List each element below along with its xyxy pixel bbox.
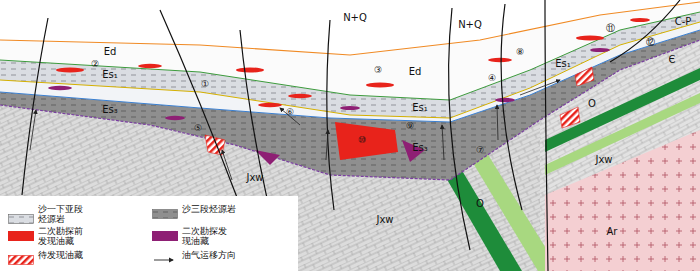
callout-number: ② <box>91 60 99 69</box>
strata-label: O <box>476 199 484 209</box>
legend-text: 沙一下亚段烃源岩 <box>38 204 86 225</box>
legend-item: 沙三段烃源岩 <box>152 204 236 214</box>
legend-swatch <box>8 231 34 241</box>
callout-number: ⑧ <box>516 48 524 57</box>
legend-item: 待发现油藏 <box>8 250 83 260</box>
callout-number: ① <box>201 80 209 89</box>
strata-label: Es₁ <box>412 103 428 113</box>
strata-label: Є <box>669 55 676 65</box>
strata-label: Es₁ <box>555 59 571 69</box>
strata-label: Jxw <box>376 215 393 225</box>
strata-label: N+Q <box>458 20 482 30</box>
callout-number: ⑫ <box>646 38 655 47</box>
callout-number: ⑦ <box>476 146 484 155</box>
strata-label: Es₃ <box>412 143 428 153</box>
strata-label: Ed <box>409 67 422 77</box>
legend-text: 油气运移方向 <box>182 250 236 260</box>
legend-text: 二次勘探前发现油藏 <box>38 226 86 247</box>
legend-swatch <box>152 250 178 260</box>
legend-text: 沙三段烃源岩 <box>182 204 236 214</box>
legend-swatch <box>8 250 34 260</box>
legend-item: 油气运移方向 <box>152 250 236 260</box>
legend-sample <box>152 209 178 219</box>
legend-swatch <box>152 204 178 214</box>
strata-label: Es₁ <box>102 70 118 80</box>
strata-label: N+Q <box>343 13 367 23</box>
legend-sample <box>8 255 34 265</box>
strata-label: C-P <box>675 17 692 27</box>
legend-swatch <box>8 209 34 219</box>
callout-number: ④ <box>488 74 496 83</box>
strata-label: Ar <box>607 227 618 237</box>
legend-item: 沙一下亚段烃源岩 <box>8 204 86 225</box>
legend-sample <box>152 255 178 265</box>
strata-label: Jxw <box>246 173 263 183</box>
callout-number: ③ <box>374 66 382 75</box>
legend-text: 二次勘探发现油藏 <box>182 226 230 247</box>
strata-label: Jxw <box>595 155 612 165</box>
callout-number: ⑨ <box>406 122 414 131</box>
callout-number: ⑤ <box>194 124 202 133</box>
callout-number: ⑥ <box>286 108 294 117</box>
legend-text: 待发现油藏 <box>38 250 83 260</box>
strata-label: Ed <box>104 47 117 57</box>
legend-item: 二次勘探发现油藏 <box>152 226 230 247</box>
legend-sample <box>8 214 34 224</box>
callout-number: ⑩ <box>358 136 366 145</box>
strata-label: Es₃ <box>102 105 118 115</box>
callout-number: ⑪ <box>606 24 615 33</box>
legend-swatch <box>152 231 178 241</box>
legend-item: 二次勘探前发现油藏 <box>8 226 86 247</box>
strata-label: O <box>588 99 596 109</box>
